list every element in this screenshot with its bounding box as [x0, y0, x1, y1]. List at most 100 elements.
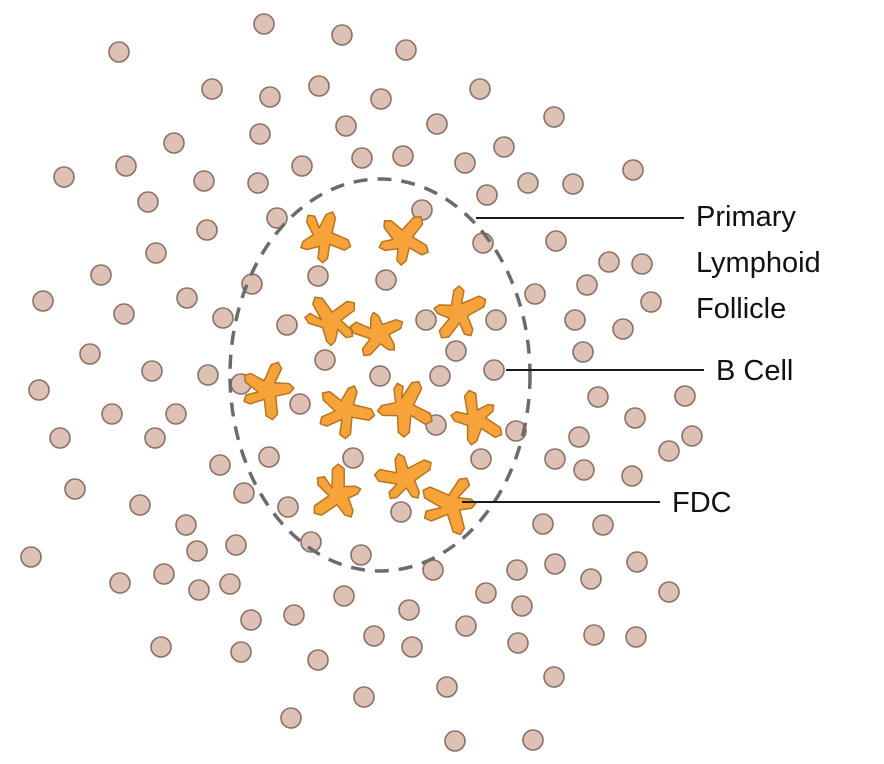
b-cell-label: B Cell: [716, 355, 793, 387]
b-cell: [351, 147, 373, 169]
follicle-label-line1: Primary: [696, 201, 796, 233]
b-cell: [370, 88, 392, 110]
fdc-cell: [376, 380, 433, 438]
b-cell: [415, 309, 437, 331]
b-cell: [470, 448, 492, 470]
b-cell: [64, 478, 86, 500]
b-cell: [532, 513, 554, 535]
b-cell: [524, 283, 546, 305]
b-cell: [176, 287, 198, 309]
b-cell: [429, 365, 451, 387]
b-cell: [333, 585, 355, 607]
b-cell: [363, 625, 385, 647]
b-cell: [90, 264, 112, 286]
b-cell: [392, 145, 414, 167]
b-cell: [219, 573, 241, 595]
b-cell: [544, 448, 566, 470]
b-cell: [209, 454, 231, 476]
b-cell: [196, 219, 218, 241]
b-cell: [141, 360, 163, 382]
b-cell: [592, 514, 614, 536]
b-cell: [568, 426, 590, 448]
b-cell: [626, 551, 648, 573]
b-cell: [20, 546, 42, 568]
b-cell: [543, 666, 565, 688]
b-cell: [545, 230, 567, 252]
b-cell: [186, 540, 208, 562]
b-cell: [658, 581, 680, 603]
b-cell: [375, 269, 397, 291]
b-cell: [201, 78, 223, 100]
b-cell: [624, 407, 646, 429]
b-cell: [436, 676, 458, 698]
fdc-cell: [313, 463, 362, 518]
b-cell: [454, 152, 476, 174]
b-cell: [79, 343, 101, 365]
b-cell: [493, 136, 515, 158]
b-cell: [258, 446, 280, 468]
b-cell: [144, 427, 166, 449]
fdc-cell: [243, 361, 295, 421]
b-cell: [283, 604, 305, 626]
b-cell: [108, 41, 130, 63]
b-cell: [115, 155, 137, 177]
fdc-cell: [433, 285, 487, 339]
b-cell: [197, 364, 219, 386]
b-cell: [485, 309, 507, 331]
b-cell: [145, 242, 167, 264]
b-cell: [280, 707, 302, 729]
b-cell: [307, 649, 329, 671]
b-cell: [472, 232, 494, 254]
b-cell-group: [20, 13, 703, 752]
b-cell: [259, 86, 281, 108]
b-cell: [426, 113, 448, 135]
b-cell: [681, 425, 703, 447]
b-cell: [28, 379, 50, 401]
b-cell: [674, 385, 696, 407]
b-cell: [175, 514, 197, 536]
fdc-cell: [300, 211, 352, 264]
b-cell: [165, 403, 187, 425]
b-cell: [276, 314, 298, 336]
b-cell: [612, 318, 634, 340]
b-cell: [331, 24, 353, 46]
b-cell: [277, 496, 299, 518]
b-cell: [150, 636, 172, 658]
b-cell: [230, 641, 252, 663]
b-cell: [225, 534, 247, 556]
b-cell: [573, 459, 595, 481]
fdc-group: [243, 211, 503, 536]
b-cell: [49, 427, 71, 449]
b-cell: [564, 309, 586, 331]
b-cell: [444, 730, 466, 752]
b-cell: [455, 615, 477, 637]
b-cell: [640, 291, 662, 313]
b-cell: [314, 349, 336, 371]
b-cell: [307, 265, 329, 287]
b-cell: [658, 440, 680, 462]
b-cell: [401, 636, 423, 658]
b-cell: [587, 386, 609, 408]
b-cell: [475, 582, 497, 604]
b-cell: [342, 447, 364, 469]
b-cell: [507, 632, 529, 654]
b-cell: [193, 170, 215, 192]
b-cell: [188, 579, 210, 601]
b-cell: [129, 494, 151, 516]
b-cell: [300, 531, 322, 553]
follicle-label-line2: Lymphoid: [696, 247, 821, 279]
b-cell: [247, 172, 269, 194]
b-cell: [32, 290, 54, 312]
b-cell: [576, 274, 598, 296]
b-cell: [445, 340, 467, 362]
b-cell: [621, 465, 643, 487]
follicle-boundary: [228, 177, 532, 573]
b-cell: [562, 173, 584, 195]
b-cell: [544, 553, 566, 575]
b-cell: [483, 359, 505, 381]
b-cell: [506, 559, 528, 581]
fdc-label: FDC: [672, 487, 732, 519]
b-cell: [395, 39, 417, 61]
fdc-cell: [319, 385, 376, 440]
